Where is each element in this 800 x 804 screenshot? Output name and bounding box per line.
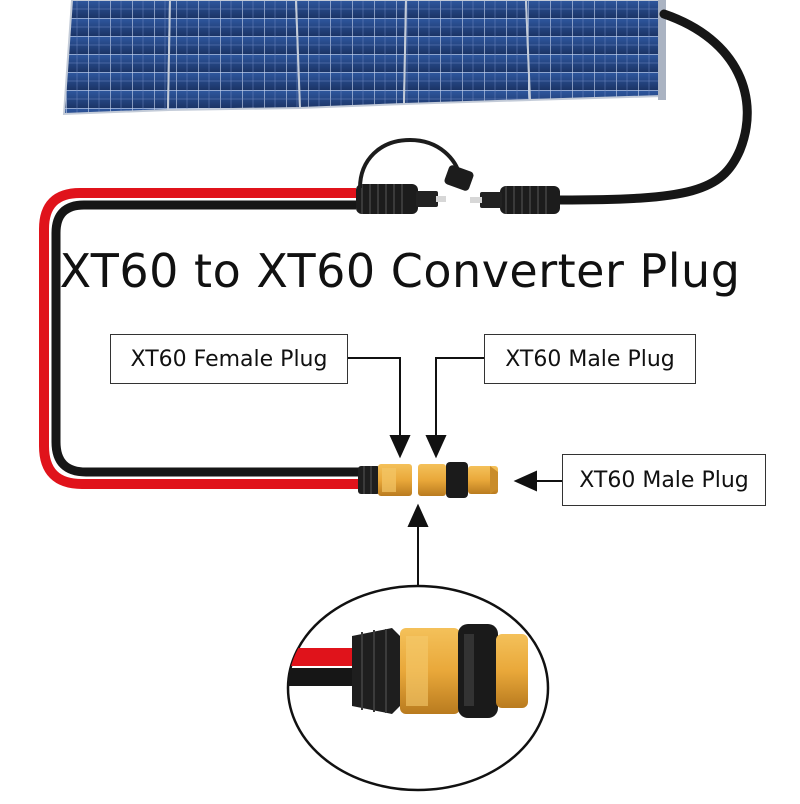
sae-connector-male — [470, 186, 560, 214]
page-title: XT60 to XT60 Converter Plug — [59, 244, 741, 298]
xt60-adapter — [418, 462, 498, 498]
arrow-zoom — [407, 503, 429, 590]
zoom-detail-circle — [286, 584, 550, 792]
arrow-male-plug-top — [425, 357, 484, 459]
solar-cable — [555, 9, 752, 205]
label-xt60-male-plug-side: XT60 Male Plug — [562, 454, 766, 506]
converter-cable — [39, 188, 362, 489]
label-xt60-male-plug-top: XT60 Male Plug — [484, 334, 696, 384]
sae-connector-female — [356, 137, 474, 214]
arrow-male-plug-side — [513, 470, 562, 492]
arrow-female-plug — [348, 357, 411, 459]
xt60-female-plug — [358, 464, 412, 496]
solar-panel — [62, 0, 666, 116]
label-xt60-female-plug: XT60 Female Plug — [110, 334, 348, 384]
